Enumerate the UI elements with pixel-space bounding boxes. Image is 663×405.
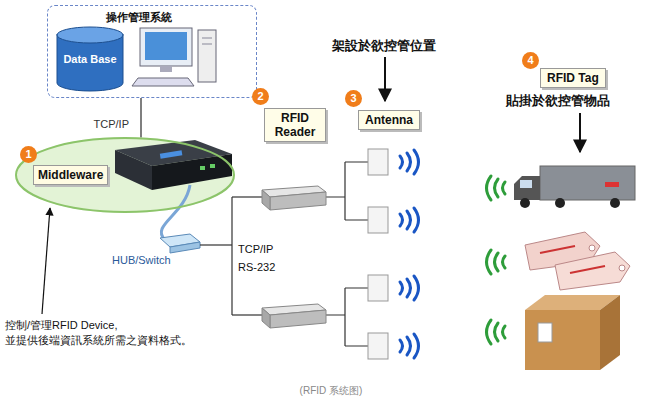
wave-arc	[503, 182, 506, 194]
wave-arc	[400, 156, 403, 168]
antenna-device	[368, 149, 388, 359]
node-text: RFID Reader	[271, 111, 319, 139]
wave-arc	[407, 337, 411, 355]
middleware-ground	[15, 137, 235, 213]
caption: (RFID 系统图)	[300, 384, 363, 398]
rfid-reader-device	[262, 186, 326, 328]
wave-arc	[495, 323, 499, 341]
ellipse-outline	[16, 138, 234, 212]
box-icon	[525, 295, 620, 370]
wave-arc	[495, 253, 499, 271]
wave-arc	[503, 326, 506, 338]
pointer-arrow	[579, 113, 581, 152]
edge-label: TCP/IP	[94, 118, 129, 130]
wave-arc	[400, 340, 403, 352]
wave-arc	[407, 153, 411, 171]
wave-arc	[487, 176, 492, 200]
database-cylinder: Data Base	[56, 26, 124, 92]
callout-number: 2	[252, 88, 269, 105]
wave-arc	[407, 211, 411, 229]
tag-icon	[525, 232, 630, 290]
note-text: 架設於欲控管位置	[332, 37, 436, 55]
middleware-ellipse: Middleware	[15, 137, 235, 213]
device-label: HUB/Switch	[112, 254, 171, 266]
wave-arc	[407, 279, 411, 297]
note-text: 控制/管理RFID Device, 並提供後端資訊系統所需之資料格式。	[5, 318, 210, 349]
cable	[161, 185, 190, 240]
radio-waves	[487, 176, 506, 344]
leader-line	[42, 208, 50, 314]
protocol-label: RS-232	[238, 261, 275, 273]
callout-number: 1	[20, 146, 37, 163]
connector-line	[140, 98, 142, 137]
system-group: 操作管理系統Data Base	[47, 5, 257, 98]
node-text: Antenna	[365, 113, 413, 127]
wave-arc	[400, 282, 403, 294]
wave-arc	[495, 179, 499, 197]
node-text: RFID Tag	[547, 71, 599, 85]
wave-arc	[414, 208, 419, 232]
note-text: 貼掛於欲控管物品	[506, 92, 610, 110]
computer-icon	[132, 28, 216, 86]
node-text: 操作管理系統	[106, 10, 172, 25]
label-box: Antenna	[358, 110, 420, 130]
wave-arc	[503, 256, 506, 268]
wave-arc	[400, 214, 403, 226]
wave-arc	[414, 276, 419, 300]
hub-switch-icon	[160, 234, 200, 253]
node-text: Data Base	[56, 26, 124, 65]
protocol-label: TCP/IP	[238, 243, 273, 255]
middleware-device	[115, 140, 232, 190]
label-box: RFID Reader	[264, 108, 326, 142]
wave-arc	[487, 250, 492, 274]
cylinder-top	[57, 27, 123, 43]
wave-arc	[487, 320, 492, 344]
radio-waves	[400, 150, 419, 358]
node-text: Middleware	[33, 165, 108, 185]
wave-arc	[414, 150, 419, 174]
wave-arc	[414, 334, 419, 358]
label-box: RFID Tag	[540, 68, 606, 88]
pointer-arrow	[384, 57, 386, 101]
callout-number: 3	[345, 90, 362, 107]
callout-number: 4	[522, 52, 539, 69]
truck-icon	[514, 166, 635, 208]
